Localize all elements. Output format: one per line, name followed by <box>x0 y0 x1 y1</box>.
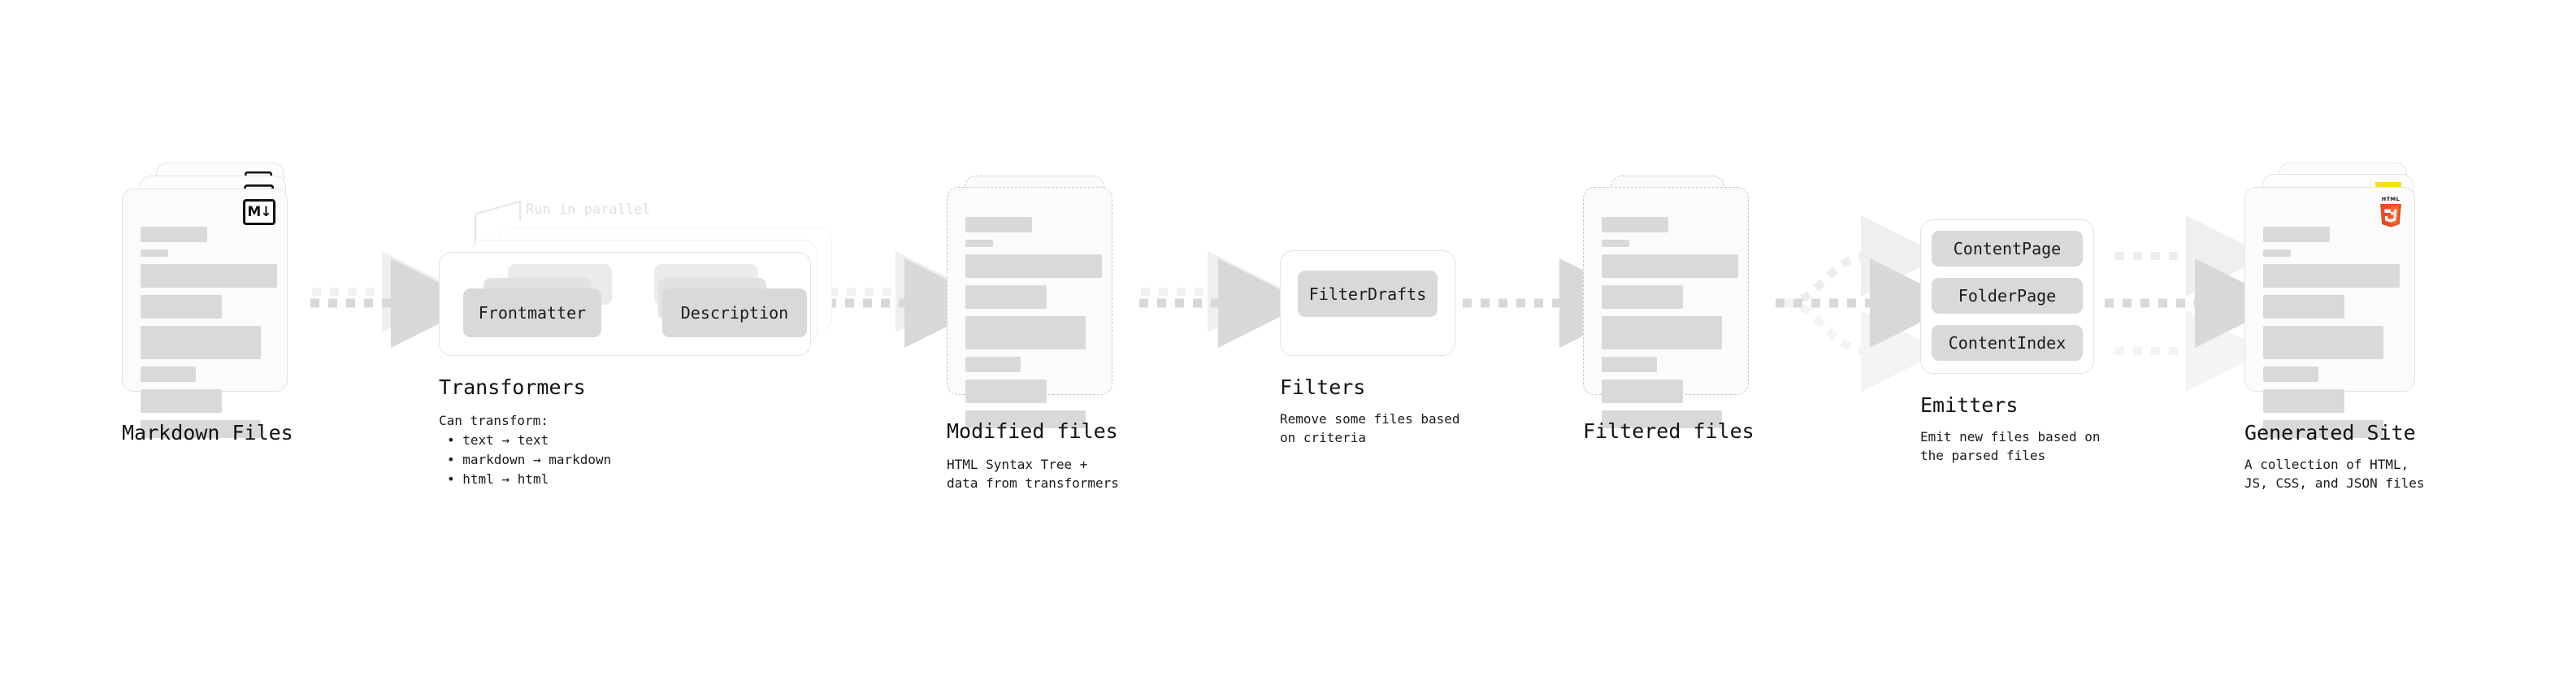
stage-subtitle-modified-files: HTML Syntax Tree + data from transformer… <box>947 457 1119 492</box>
html5-badge: HTML <box>2377 194 2405 228</box>
connector-modified-to-filters <box>1139 251 1308 348</box>
transformers-bullet-1: • text → text <box>447 432 549 448</box>
filtered-doc-front <box>1583 187 1749 428</box>
markdown-badge: M↓ <box>243 199 275 225</box>
svg-text:HTML: HTML <box>2382 196 2400 202</box>
filter-chip-filterdrafts[interactable]: FilterDrafts <box>1298 271 1438 317</box>
emitter-chip-contentpage[interactable]: ContentPage <box>1932 231 2083 267</box>
connector-emitters-to-site <box>2105 215 2284 392</box>
stage-markdown-files: M↓ M↓ M↓ Markdown Files <box>122 163 317 445</box>
stage-modified-files: Modified files HTML Syntax Tree + data f… <box>947 176 1134 491</box>
stage-generated-site: CSS HTML <box>2244 163 2448 491</box>
stage-subtitle-generated-site: A collection of HTML, JS, CSS, and JSON … <box>2244 457 2425 492</box>
transformer-chip-frontmatter[interactable]: Frontmatter <box>463 288 601 337</box>
filtered-doc-stack <box>1583 176 1770 428</box>
markdown-doc-stack: M↓ M↓ M↓ <box>122 163 317 438</box>
transformers-bullet-2: • markdown → markdown <box>447 452 612 467</box>
transformer-chip-description[interactable]: Description <box>662 288 807 337</box>
site-doc-front: HTML <box>2244 187 2415 438</box>
doc-placeholder-lines <box>965 217 1102 436</box>
doc-placeholder-lines <box>1602 217 1738 436</box>
stage-title-modified-files: Modified files <box>947 419 1118 443</box>
stage-subtitle-transformers: Can transform: <box>439 413 549 428</box>
stage-subtitle-emitters: Emit new files based on the parsed files <box>1920 429 2101 464</box>
transformers-bullet-3: • html → html <box>447 471 549 487</box>
stage-filtered-files: Filtered files <box>1583 176 1770 443</box>
modified-doc-stack <box>947 176 1134 428</box>
html5-badge-icon: HTML <box>2380 196 2401 228</box>
emitter-chip-contentindex[interactable]: ContentIndex <box>1932 325 2083 361</box>
stage-title-transformers: Transformers <box>439 375 586 399</box>
connector-filtered-to-emitters <box>1776 215 1959 392</box>
doc-placeholder-lines <box>141 227 277 445</box>
doc-placeholder-lines <box>2263 227 2400 445</box>
stage-title-emitters: Emitters <box>1920 393 2019 417</box>
stage-title-filters: Filters <box>1280 375 1366 399</box>
connector-md-to-transformers <box>310 251 480 348</box>
modified-doc-front <box>947 187 1112 428</box>
stage-title-markdown-files: Markdown Files <box>122 421 293 445</box>
stage-title-generated-site: Generated Site <box>2244 421 2416 445</box>
connector-transformers-to-modified <box>827 251 994 348</box>
stage-subtitle-filters: Remove some files based on criteria <box>1280 411 1460 446</box>
markdown-doc-front: M↓ <box>122 189 288 438</box>
emitter-chip-folderpage[interactable]: FolderPage <box>1932 278 2083 314</box>
stage-title-filtered-files: Filtered files <box>1583 419 1754 443</box>
run-in-parallel-label: Run in parallel <box>526 202 651 218</box>
site-doc-stack: CSS HTML <box>2244 163 2448 438</box>
